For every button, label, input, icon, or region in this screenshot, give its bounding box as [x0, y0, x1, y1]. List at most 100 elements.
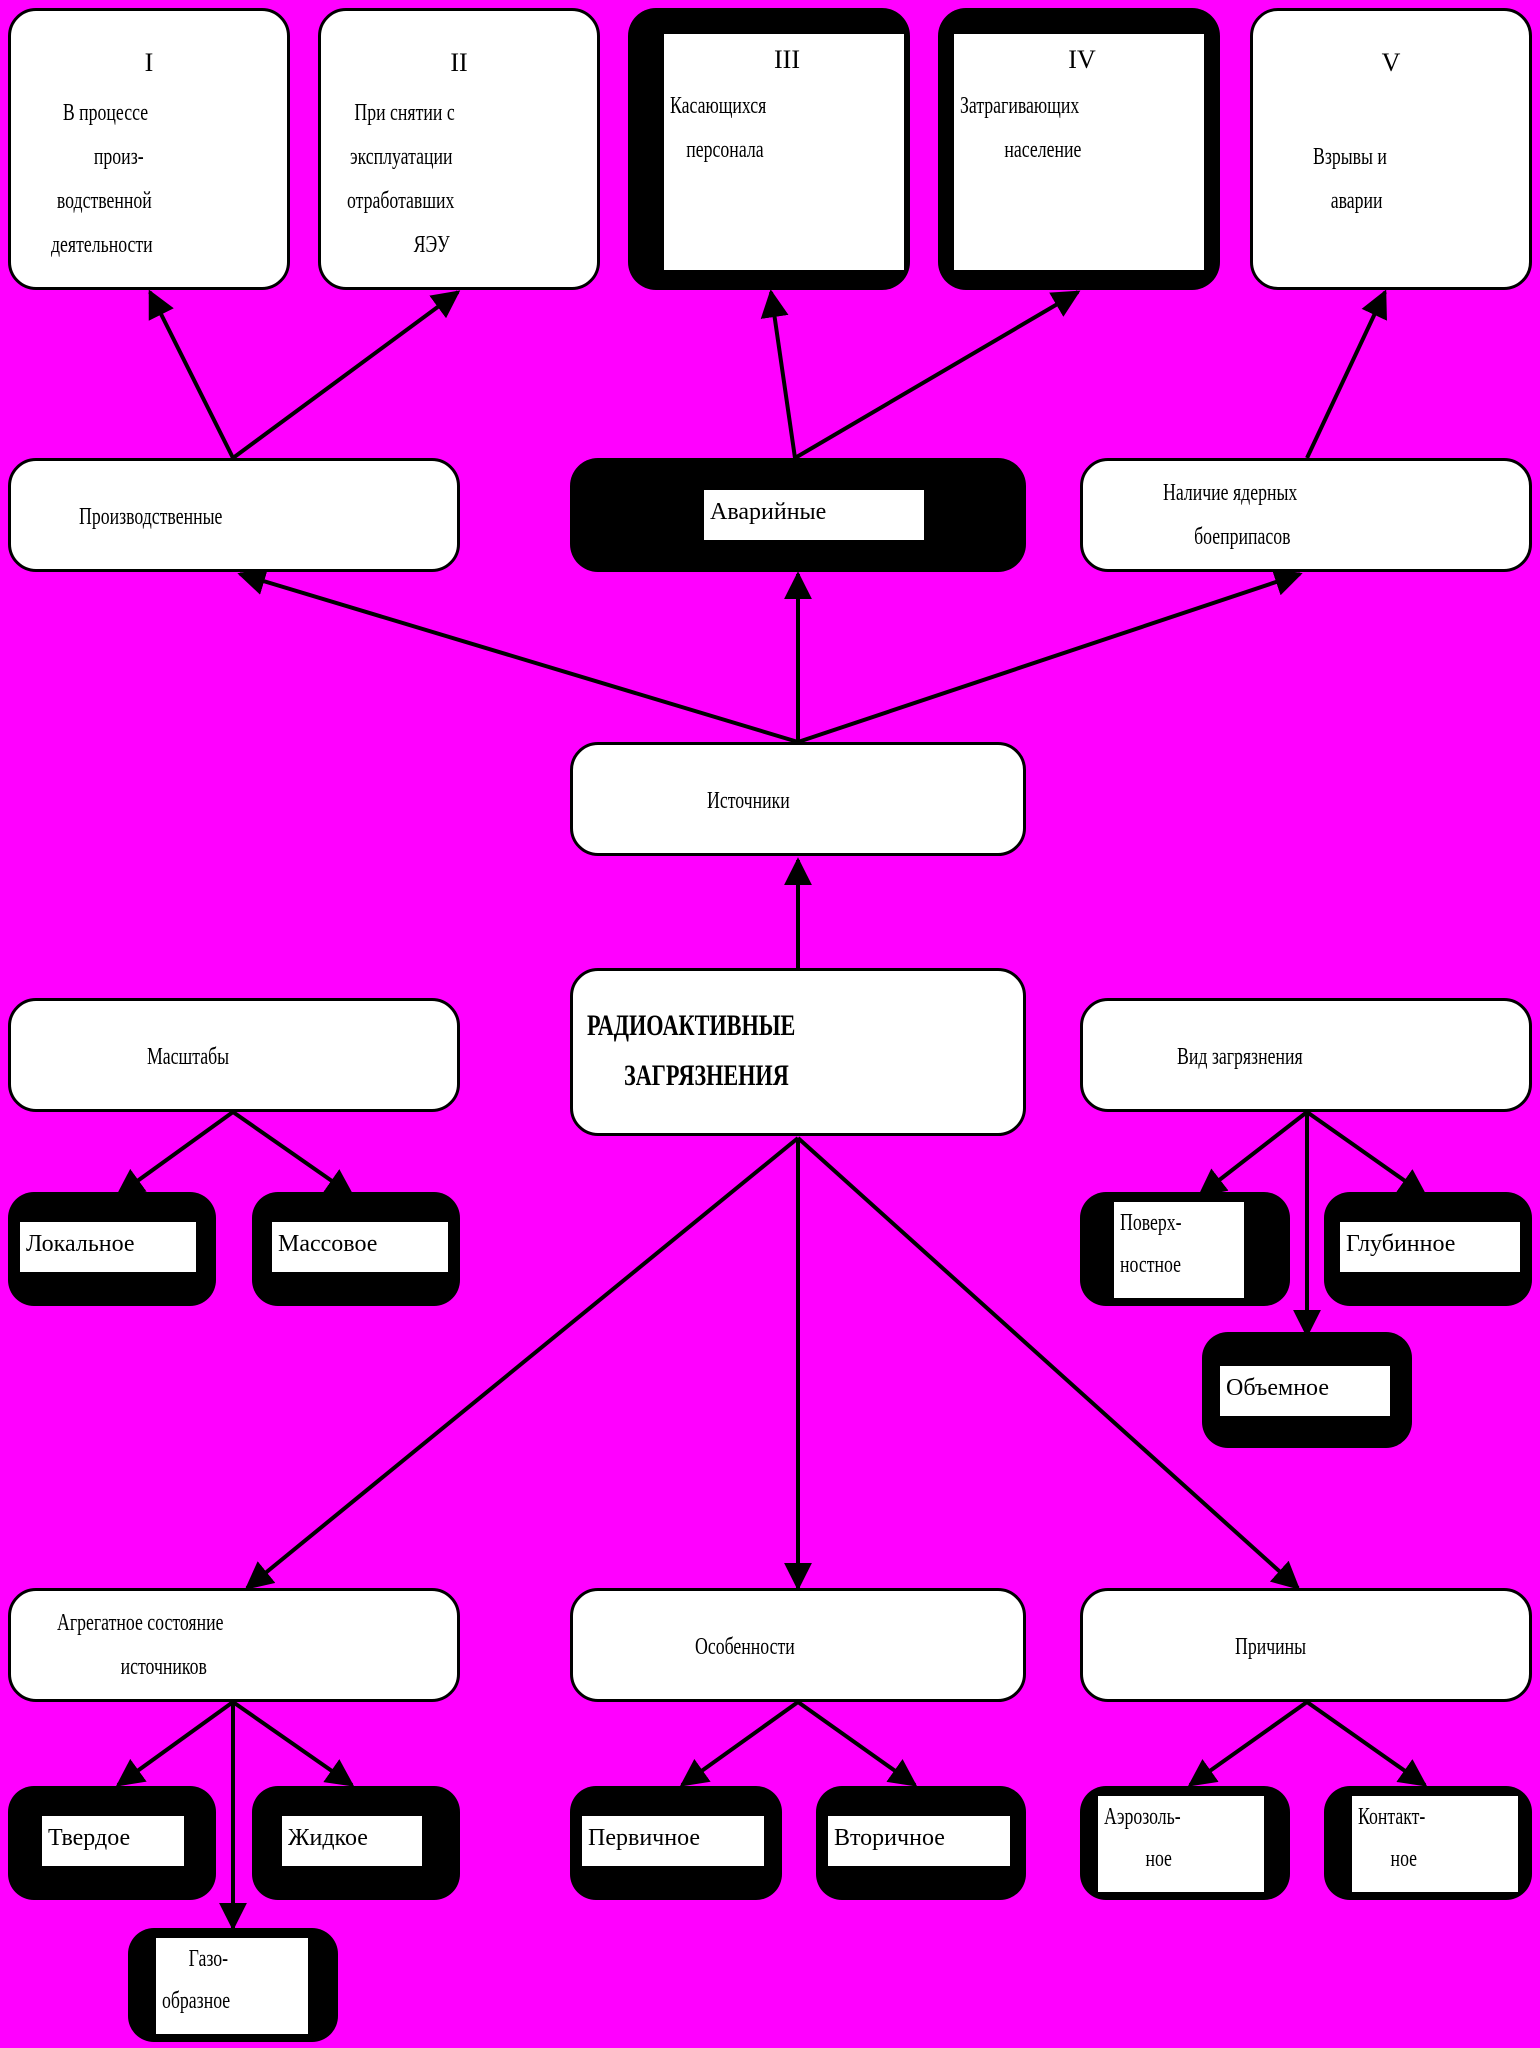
surface-inner: Поверх- ностное	[1114, 1202, 1244, 1298]
kind-label: Вид загрязнения	[1177, 1044, 1303, 1070]
type-IV-inner: IV Затрагивающих население	[954, 34, 1204, 270]
type-numeral-I: I	[144, 48, 154, 77]
kind-box: Вид загрязнения	[1080, 998, 1532, 1112]
aggregate-label: Агрегатное состояние источников	[57, 1601, 223, 1689]
center-box: РАДИОАКТИВНЫЕ ЗАГРЯЗНЕНИЯ	[570, 968, 1026, 1136]
type-text-V: Взрывы и аварии	[1313, 135, 1387, 223]
arrow-nuclear-to-V	[1305, 289, 1387, 459]
arrow-aggregate-to-liquid	[231, 1700, 355, 1787]
type-III-inner: III Касающихся персонала	[664, 34, 904, 270]
arrow-scale-to-local	[115, 1110, 235, 1197]
type-numeral-V: V	[1381, 48, 1401, 77]
nuclear-line-1: Наличие ядерных	[1163, 480, 1298, 506]
type-numeral-IV: IV	[1068, 45, 1096, 74]
contact-box: Контакт- ное	[1324, 1786, 1532, 1900]
contact-inner: Контакт- ное	[1352, 1796, 1518, 1892]
type-II-line-1: При снятии с	[354, 100, 455, 126]
type-text-I: В процессе произ- водственной деятельнос…	[51, 91, 153, 267]
gas-line-1: Газо-	[188, 1946, 229, 1972]
type-I-line-2: произ-	[93, 144, 144, 170]
gas-inner: Газо- образное	[156, 1938, 308, 2034]
causes-box: Причины	[1080, 1588, 1532, 1702]
arrow-production-to-II	[231, 290, 461, 460]
arrow-emergency-to-IV	[793, 290, 1081, 460]
type-text-II: При снятии с эксплуатации отработавших Я…	[347, 91, 455, 267]
arrow-kind-to-surface	[1197, 1110, 1309, 1197]
type-IV-line-1: Затрагивающих	[960, 93, 1080, 119]
type-II-line-4: ЯЭУ	[413, 232, 450, 258]
type-II-line-2: эксплуатации	[349, 144, 453, 170]
type-I-line-4: деятельности	[51, 232, 153, 258]
type-I-line-3: водственной	[56, 188, 152, 214]
arrow-center-to-causes	[796, 1136, 1301, 1590]
type-II-line-3: отработавших	[347, 188, 455, 214]
local-inner: Локальное	[20, 1222, 196, 1272]
type-box-II: II При снятии с эксплуатации отработавши…	[318, 8, 600, 290]
sources-label: Источники	[707, 788, 790, 814]
gas-line-2: образное	[162, 1988, 231, 2014]
type-V-line-2: аварии	[1330, 188, 1383, 214]
secondary-box: Вторичное	[816, 1786, 1026, 1900]
sources-box: Источники	[570, 742, 1026, 856]
type-box-III: III Касающихся персонала	[628, 8, 910, 290]
type-numeral-III: III	[774, 45, 800, 74]
aggregate-box: Агрегатное состояние источников	[8, 1588, 460, 1702]
nuclear-label: Наличие ядерных боеприпасов	[1163, 471, 1297, 559]
arrow-causes-to-aerosol	[1187, 1700, 1309, 1787]
type-IV-line-2: население	[1004, 137, 1082, 163]
center-title: РАДИОАКТИВНЫЕ ЗАГРЯЗНЕНИЯ	[587, 1001, 795, 1101]
surface-box: Поверх- ностное	[1080, 1192, 1290, 1306]
mass-inner: Массовое	[272, 1222, 448, 1272]
type-box-I: I В процессе произ- водственной деятельн…	[8, 8, 290, 290]
arrow-emergency-to-III	[760, 289, 797, 459]
scale-box: Масштабы	[8, 998, 460, 1112]
type-I-line-1: В процессе	[62, 100, 149, 126]
emergency-box: Аварийные	[570, 458, 1026, 572]
type-numeral-II: II	[450, 48, 468, 77]
arrow-features-to-primary	[679, 1700, 800, 1787]
liquid-inner: Жидкое	[282, 1816, 422, 1866]
solid-inner: Твердое	[42, 1816, 184, 1866]
liquid-box: Жидкое	[252, 1786, 460, 1900]
type-III-line-1: Касающихся	[670, 93, 767, 119]
aggregate-line-2: источников	[120, 1654, 207, 1680]
aggregate-line-1: Агрегатное состояние	[57, 1610, 224, 1636]
features-label: Особенности	[695, 1634, 795, 1660]
arrow-sources-to-nuclear	[797, 568, 1303, 744]
type-V-line-1: Взрывы и	[1313, 144, 1387, 170]
arrow-aggregate-to-solid	[115, 1700, 235, 1787]
aerosol-line-2: ное	[1145, 1846, 1172, 1872]
nuclear-box: Наличие ядерных боеприпасов	[1080, 458, 1532, 572]
features-box: Особенности	[570, 1588, 1026, 1702]
surface-line-2: ностное	[1120, 1252, 1181, 1278]
nuclear-line-2: боеприпасов	[1194, 524, 1291, 550]
arrow-production-to-I	[148, 289, 235, 459]
local-box: Локальное	[8, 1192, 216, 1306]
volume-box: Объемное	[1202, 1332, 1412, 1448]
solid-box: Твердое	[8, 1786, 216, 1900]
surface-line-1: Поверх-	[1120, 1210, 1182, 1236]
contact-line-2: ное	[1390, 1846, 1418, 1872]
causes-label: Причины	[1235, 1634, 1307, 1660]
mass-box: Массовое	[252, 1192, 460, 1306]
aerosol-inner: Аэрозоль- ное	[1098, 1796, 1264, 1892]
deep-inner: Глубинное	[1340, 1222, 1520, 1272]
arrow-features-to-secondary	[796, 1700, 918, 1787]
center-line-2: ЗАГРЯЗНЕНИЯ	[624, 1059, 789, 1092]
center-line-1: РАДИОАКТИВНЫЕ	[587, 1009, 796, 1042]
aerosol-line-1: Аэрозоль-	[1104, 1804, 1181, 1830]
production-label: Производственные	[79, 504, 223, 530]
arrow-kind-to-deep	[1305, 1110, 1428, 1197]
arrow-sources-to-production	[237, 567, 799, 744]
type-box-IV: IV Затрагивающих население	[938, 8, 1220, 290]
deep-box: Глубинное	[1324, 1192, 1532, 1306]
arrow-center-to-aggregate	[244, 1136, 800, 1590]
secondary-inner: Вторичное	[828, 1816, 1010, 1866]
volume-inner: Объемное	[1220, 1366, 1390, 1416]
arrow-causes-to-contact	[1305, 1700, 1428, 1787]
production-box: Производственные	[8, 458, 460, 572]
scale-label: Масштабы	[147, 1044, 230, 1070]
primary-inner: Первичное	[582, 1816, 764, 1866]
